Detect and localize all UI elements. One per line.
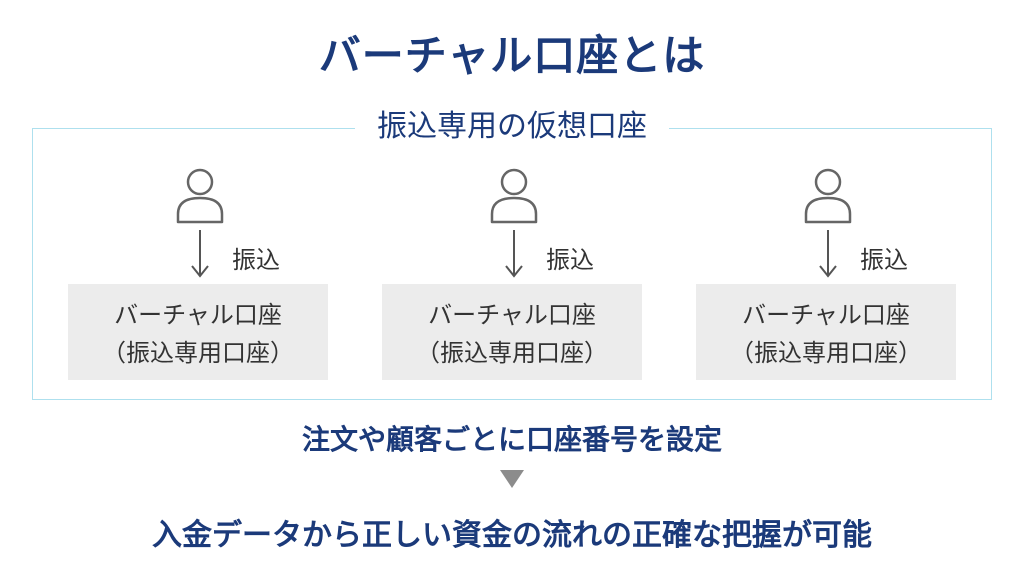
- person-icon: [490, 168, 538, 224]
- down-arrow-icon: [191, 230, 209, 278]
- account-name: バーチャル口座: [114, 301, 282, 329]
- virtual-account-box: バーチャル口座 （振込専用口座）: [696, 284, 956, 380]
- page-title: バーチャル口座とは: [318, 31, 706, 80]
- person-icon: [176, 168, 224, 224]
- account-subtitle: （振込専用口座）: [416, 339, 608, 367]
- account-column-3: 振込 バーチャル口座 （振込専用口座）: [696, 0, 956, 400]
- account-name: バーチャル口座: [742, 301, 910, 329]
- account-name: バーチャル口座: [428, 301, 596, 329]
- down-arrow-icon: [819, 230, 837, 278]
- account-subtitle: （振込専用口座）: [102, 339, 294, 367]
- result-text: 入金データから正しい資金の流れの正確な把握が可能: [152, 518, 872, 553]
- triangle-down-icon: [500, 470, 524, 488]
- transfer-label: 振込: [232, 246, 280, 274]
- transfer-label: 振込: [860, 246, 908, 274]
- down-arrow-icon: [505, 230, 523, 278]
- virtual-account-box: バーチャル口座 （振込専用口座）: [68, 284, 328, 380]
- account-column-2: 振込 バーチャル口座 （振込専用口座）: [382, 0, 642, 400]
- transfer-label: 振込: [546, 246, 594, 274]
- account-subtitle: （振込専用口座）: [730, 339, 922, 367]
- account-column-1: 振込 バーチャル口座 （振込専用口座）: [68, 0, 328, 400]
- person-icon: [804, 168, 852, 224]
- virtual-account-box: バーチャル口座 （振込専用口座）: [382, 284, 642, 380]
- setting-text: 注文や顧客ごとに口座番号を設定: [301, 423, 722, 456]
